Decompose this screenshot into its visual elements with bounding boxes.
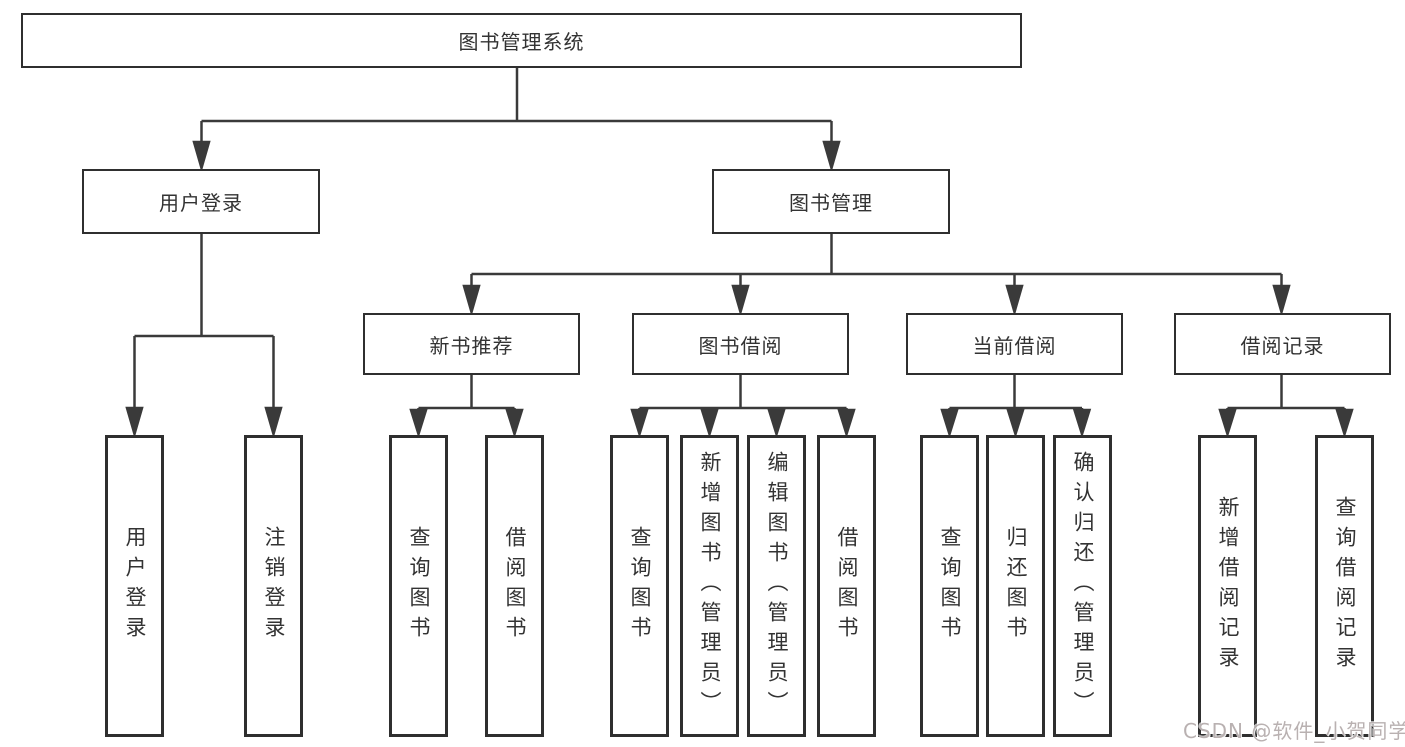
node-leaf-add-book-admin: 新增图书（管理员）: [680, 435, 739, 737]
node-leaf-logout: 注销登录: [244, 435, 303, 737]
node-label: 新书推荐: [429, 333, 514, 358]
node-library-management-system: 图书管理系统: [21, 13, 1022, 68]
node-leaf-add-borrow-record: 新增借阅记录: [1198, 435, 1257, 737]
node-leaf-query-books-borrowing: 查询图书: [610, 435, 669, 737]
node-current-borrowing: 当前借阅: [906, 313, 1123, 375]
node-label: 编辑图书（管理员）: [765, 451, 789, 721]
node-label: 确认归还（管理员）: [1071, 451, 1095, 721]
node-leaf-query-books-current: 查询图书: [920, 435, 979, 737]
node-label: 归还图书: [1004, 526, 1028, 646]
node-new-book-recommendation: 新书推荐: [363, 313, 580, 375]
node-label: 用户登录: [159, 191, 243, 215]
node-label: 查询图书: [407, 526, 431, 646]
node-label: 借阅记录: [1240, 333, 1325, 358]
node-user-login: 用户登录: [82, 169, 320, 234]
node-leaf-query-borrow-record: 查询借阅记录: [1315, 435, 1374, 737]
node-leaf-return-books: 归还图书: [986, 435, 1045, 737]
node-label: 图书借阅: [698, 333, 783, 358]
node-borrowing-records: 借阅记录: [1174, 313, 1391, 375]
node-book-borrowing: 图书借阅: [632, 313, 849, 375]
node-label: 新增图书（管理员）: [698, 451, 722, 721]
node-label: 注销登录: [262, 526, 286, 646]
node-label: 查询图书: [938, 526, 962, 646]
node-label: 图书管理: [789, 191, 873, 215]
node-label: 当前借阅: [972, 333, 1057, 358]
node-label: 借阅图书: [835, 526, 859, 646]
node-leaf-user-login: 用户登录: [105, 435, 164, 737]
node-leaf-edit-book-admin: 编辑图书（管理员）: [747, 435, 806, 737]
node-label: 借阅图书: [503, 526, 527, 646]
node-leaf-confirm-return-admin: 确认归还（管理员）: [1053, 435, 1112, 737]
node-label: 新增借阅记录: [1216, 496, 1240, 676]
node-label: 查询图书: [628, 526, 652, 646]
node-leaf-borrow-books-borrowing: 借阅图书: [817, 435, 876, 737]
node-label: 图书管理系统: [458, 30, 585, 54]
node-leaf-query-books-recommend: 查询图书: [389, 435, 448, 737]
node-book-management: 图书管理: [712, 169, 950, 234]
node-label: 用户登录: [123, 526, 147, 646]
node-label: 查询借阅记录: [1333, 496, 1357, 676]
node-leaf-borrow-books-recommend: 借阅图书: [485, 435, 544, 737]
watermark: CSDN @软件_小贺同学: [1183, 719, 1405, 743]
